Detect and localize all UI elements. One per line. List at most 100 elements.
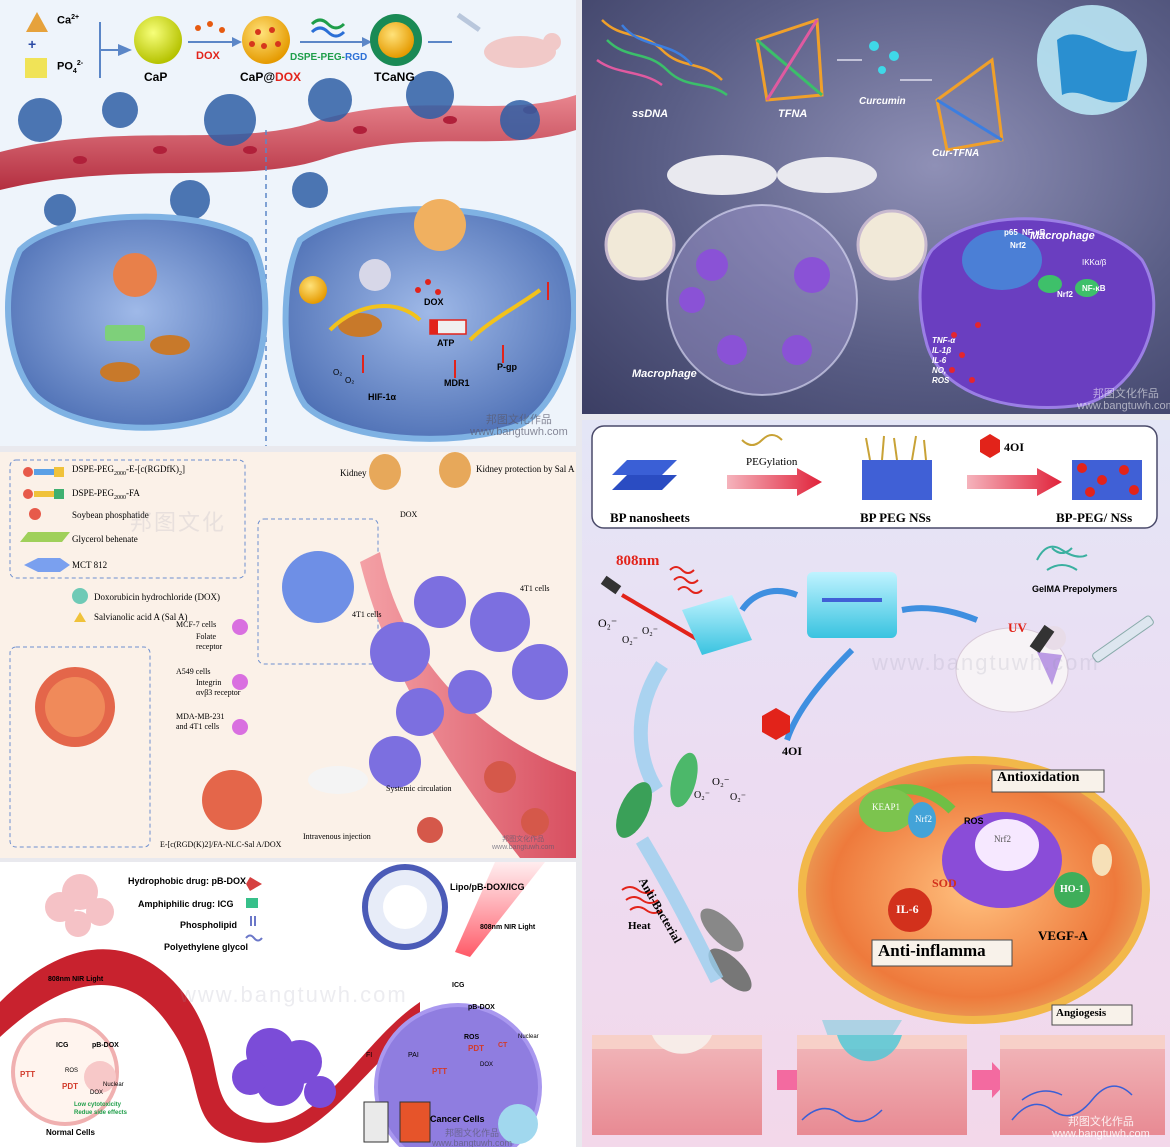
skin-wound — [592, 1035, 762, 1135]
right-nucleus — [414, 199, 466, 251]
808nm-label: 808nm — [616, 553, 660, 569]
pegylation-arrow — [727, 468, 822, 496]
dox-legend-label: Doxorubicin hydrochloride (DOX) — [94, 592, 220, 602]
laser-icon — [600, 575, 622, 595]
o2-label-6: O₂⁻ — [730, 792, 746, 803]
legend-glycerol: Glycerol behenate — [72, 534, 138, 544]
nir-beam — [455, 862, 545, 957]
phospholipid-label: Phospholipid — [180, 920, 237, 930]
po-sub: 4 — [72, 67, 77, 75]
a549-label: A549 cells — [176, 667, 211, 676]
4oi-label-2: 4OI — [782, 744, 803, 758]
watermark-url-1: www.bangtuwh.com — [470, 426, 568, 438]
legend-mct: MCT 812 — [72, 560, 108, 570]
blood-vessel-3 — [360, 552, 576, 858]
mdr1-label: MDR1 — [444, 378, 470, 388]
panel-lipo-art — [0, 862, 545, 1147]
p65-label: p65 — [1004, 228, 1018, 237]
bp-peg-nanosheet — [862, 460, 932, 500]
bp-peg-4oi-label: BP-PEG/ NSs — [1056, 510, 1133, 525]
syringe-icon-5 — [1092, 615, 1154, 663]
pdt-left-label: PDT — [62, 1082, 78, 1091]
integrin-label: Integrin — [196, 678, 222, 687]
fi-label: FI — [366, 1052, 373, 1059]
legend-box — [9, 459, 246, 579]
bp-nanosheets-label: BP nanosheets — [610, 510, 690, 525]
watermark-cn-3: 邦图文化作品 — [502, 836, 545, 843]
watermark-url-5: www.bangtuwh.com — [1052, 1128, 1150, 1140]
legend-sub-2000-b: 2000 — [114, 494, 127, 501]
4oi-icon-2 — [762, 708, 790, 740]
nuclear-left-label: Nuclear — [103, 1082, 124, 1088]
ca-ion-icon — [26, 12, 48, 32]
cytokine-il6: IL-6 — [932, 356, 947, 365]
cancer-cells-label: Cancer Cells — [430, 1114, 485, 1124]
mcf7-label: MCF-7 cells — [176, 620, 217, 629]
il6-marker — [888, 888, 932, 932]
4t1-cells-label: 4T1 cells — [352, 610, 382, 619]
cell-dox-label: DOX — [424, 297, 444, 307]
angiogenesis-label: Angiogesis — [1056, 1007, 1107, 1019]
mouse-icon — [484, 36, 556, 68]
cytokine-tnf: TNF-α — [932, 336, 956, 345]
icg-left-label: ICG — [56, 1042, 69, 1049]
cap-dox-label: DOX — [275, 70, 302, 84]
ho1-marker — [1054, 872, 1090, 908]
antioxidation-box — [991, 769, 1105, 793]
dox-icon — [72, 588, 88, 604]
sal-a-icon — [74, 612, 86, 622]
hydrogel-center — [807, 572, 897, 638]
keap1-complex — [859, 788, 915, 832]
o2-label-a: O₂ — [333, 368, 343, 377]
ptt-left-label: PTT — [20, 1070, 36, 1079]
o2-label-b: O₂ — [345, 376, 355, 385]
nuclear-right-label: Nuclear — [518, 1034, 539, 1040]
cap-dox-particle-icon — [242, 16, 290, 64]
kidney-right — [439, 452, 471, 488]
dox-left-label: DOX — [90, 1090, 104, 1096]
hydrogel-left — [682, 595, 752, 655]
watermark-big-cn: 邦图文化 — [130, 510, 227, 535]
formulation-label: E-[c(RGD(K)2]/FA-NLC-Sal A/DOX — [160, 840, 282, 849]
watermark-cn-5: 邦图文化作品 — [1067, 1116, 1134, 1128]
panel-bp-art — [591, 425, 1165, 1135]
macrophage-left-label: Macrophage — [632, 368, 697, 380]
kidney-label: Kidney — [340, 468, 367, 478]
pai-image — [399, 1101, 431, 1143]
tfna-label: TFNA — [778, 108, 808, 120]
watermark-url-wide-4: www.bangtuwh.com — [180, 982, 408, 1007]
4t1-and-label: and 4T1 cells — [176, 722, 220, 731]
ros-label-5: ROS — [964, 816, 984, 826]
tcang-label: TCaNG — [374, 70, 415, 84]
pgp-label: P-gp — [497, 362, 517, 372]
keap1-label: KEAP1 — [872, 802, 901, 812]
legend-sub-2000-a: 2000 — [114, 470, 127, 477]
dox-right-label: DOX — [480, 1062, 494, 1068]
legend-icons — [20, 467, 70, 572]
low-cytotoxicity-label: Low cytotoxicity — [74, 1102, 122, 1108]
mda-label: MDA-MB-231 — [176, 712, 225, 721]
panel-nlc-art — [9, 452, 576, 858]
4oi-label: 4OI — [1004, 440, 1025, 454]
left-nucleus — [113, 253, 157, 297]
legend-tail-fa: -FA — [126, 488, 140, 498]
pai-label: PAI — [408, 1052, 419, 1059]
bacterium-dead-2 — [708, 948, 752, 992]
rgd-label: RGD — [345, 52, 368, 63]
bacterium-dead-1 — [700, 908, 744, 952]
il6-label-5: IL-6 — [896, 902, 919, 916]
left-tumor-cell — [5, 213, 269, 431]
watermark-cn-4: 邦图文化作品 — [445, 1128, 500, 1138]
dox-label: DOX — [196, 50, 220, 62]
plus-sign: + — [28, 36, 37, 52]
reduce-side-effects-label: Redue side effects — [74, 1110, 128, 1116]
bacterium-1 — [616, 782, 652, 838]
cytokine-no: NO, — [932, 366, 947, 375]
pbdox-right-label: pB-DOX — [468, 1004, 495, 1011]
receptor-label-1: receptor — [196, 642, 223, 651]
legend-tail-rgd-close: ] — [182, 464, 185, 474]
uv-label: UV — [1008, 620, 1027, 635]
nrf2-label-5: Nrf2 — [915, 814, 932, 824]
hif-label: HIF-1α — [368, 392, 397, 402]
systemic-circulation-label: Systemic circulation — [386, 784, 452, 793]
